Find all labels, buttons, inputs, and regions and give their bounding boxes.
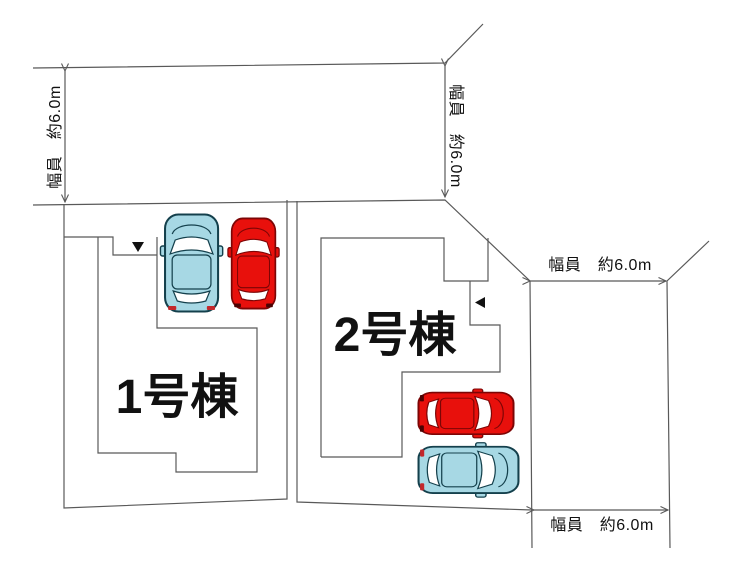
dimension-label-right-road-upper: 幅員 約6.0m	[548, 257, 652, 274]
teal-car-plot2	[418, 442, 519, 498]
building2-outline	[320, 237, 501, 458]
red-car-plot1	[227, 218, 280, 309]
building1-entrance-marker-icon	[132, 242, 144, 252]
building1-outline	[64, 236, 258, 473]
dimension-label-top-road-right: 幅員 約6.0m	[447, 84, 464, 188]
plot1-boundary	[63, 200, 288, 509]
right-road-outline	[666, 240, 710, 549]
building2-entrance-marker-icon	[475, 297, 485, 308]
building-1-label: 1号棟	[115, 371, 239, 424]
dimension-label-top-road: 幅員 約6.0m	[47, 85, 64, 189]
plot2-boundary	[296, 201, 533, 511]
dimension-label-right-road-lower: 幅員 約6.0m	[550, 517, 654, 534]
teal-car-plot1	[160, 214, 223, 312]
building-2-label: 2号棟	[333, 309, 457, 362]
red-car-plot2	[418, 389, 514, 438]
